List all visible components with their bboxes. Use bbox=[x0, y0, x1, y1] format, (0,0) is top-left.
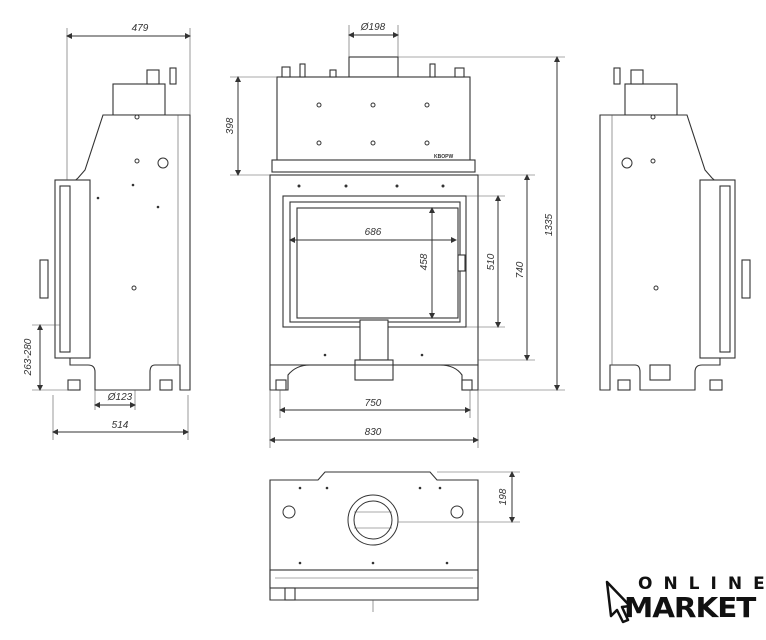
cursor-arrow-icon bbox=[605, 580, 632, 624]
front-view: KBOPW Ø198 398 686 458 510 740 1335 750 … bbox=[225, 22, 565, 448]
dim-740: 740 bbox=[515, 261, 526, 278]
dim-o198: Ø198 bbox=[360, 22, 386, 33]
dim-510: 510 bbox=[486, 253, 497, 270]
top-view: 198 bbox=[269, 471, 520, 612]
dim-686: 686 bbox=[365, 227, 382, 238]
dim-514: 514 bbox=[112, 420, 129, 431]
side-view-left: 479 514 263-280 Ø123 bbox=[23, 23, 191, 440]
dim-458: 458 bbox=[419, 253, 430, 270]
dim-398: 398 bbox=[225, 117, 236, 134]
dim-830: 830 bbox=[365, 427, 382, 438]
brand-plate: KBOPW bbox=[434, 154, 453, 160]
dim-479: 479 bbox=[132, 23, 149, 34]
dim-198: 198 bbox=[498, 488, 509, 505]
dim-750: 750 bbox=[365, 398, 382, 409]
dim-263-280: 263-280 bbox=[23, 338, 34, 376]
online-market-logo: ONLINE MARKET bbox=[600, 574, 765, 630]
side-view-right bbox=[599, 67, 751, 391]
logo-line2: MARKET bbox=[624, 591, 756, 624]
logo-line1: ONLINE bbox=[638, 574, 766, 594]
dim-o123: Ø123 bbox=[107, 392, 133, 403]
dim-1335: 1335 bbox=[544, 213, 555, 236]
